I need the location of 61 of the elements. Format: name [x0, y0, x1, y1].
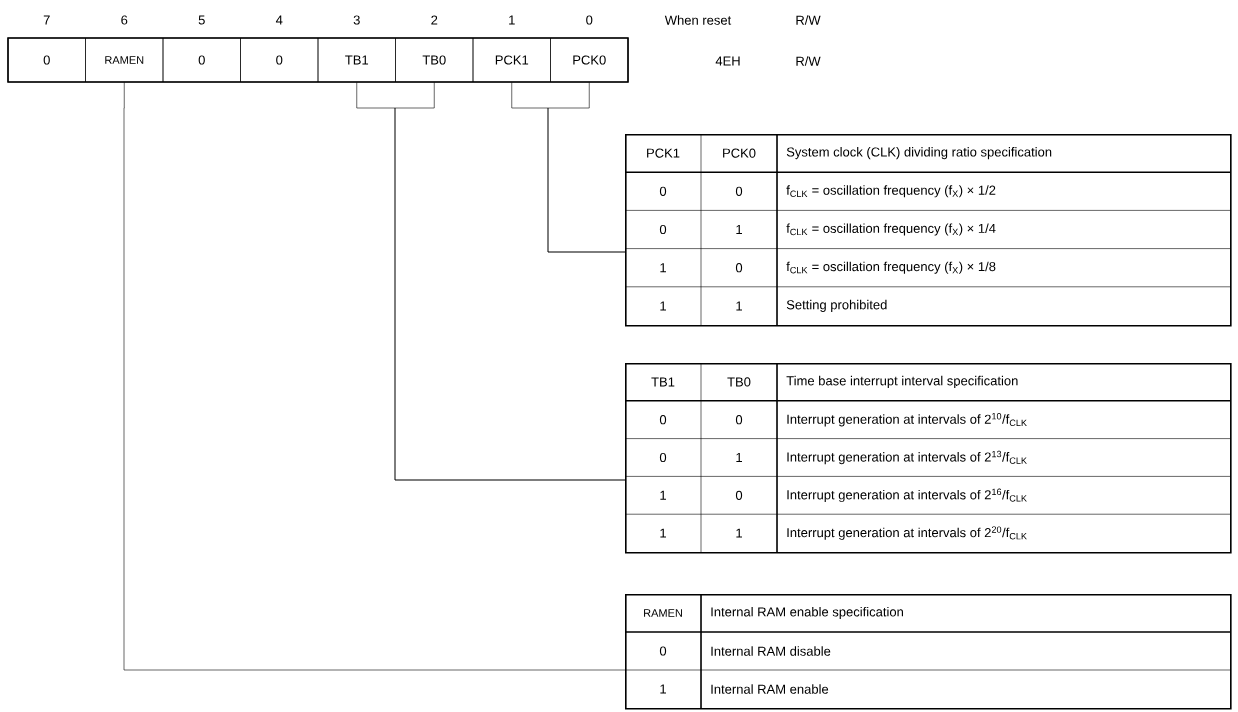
cell-text: 1	[660, 263, 666, 273]
cell-text: Time base interrupt interval specification	[786, 375, 1018, 388]
cell-text: 0	[659, 186, 667, 196]
cell-text: PCK0	[723, 148, 756, 158]
bit-number: 0	[586, 15, 593, 25]
bit-number: 5	[198, 15, 205, 25]
bit-number: 2	[431, 15, 438, 25]
cell-text: Interrupt generation at intervals of 2$^{16}$/f$_{CLK}$	[787, 488, 1027, 502]
cell-text: f$_{CLK}$ = oscillation frequency (f$_{X}$) × 1/8	[786, 261, 996, 274]
column-heading: When reset	[664, 15, 732, 25]
cell-text: Interrupt generation at intervals of 2$^{20}$/f$_{CLK}$	[787, 526, 1027, 540]
column-heading: R/W	[796, 15, 821, 25]
cell-text: 1	[736, 528, 742, 538]
register-bit-cell: PCK1	[472, 37, 551, 83]
bit-setting-table	[624, 362, 1232, 554]
cell-text: 1	[736, 453, 742, 462]
cell-text: Interrupt generation at intervals of 2$^{13}$/f$_{CLK}$	[787, 450, 1027, 465]
bit-number: 4	[275, 15, 283, 25]
cell-text: 0	[659, 452, 667, 463]
cell-text: 0	[735, 186, 743, 196]
bit-number: 1	[509, 15, 515, 25]
register-bit-cell: PCK0	[550, 37, 629, 83]
cell-text: Internal RAM enable specification	[711, 606, 903, 620]
cell-text: 1	[660, 301, 666, 311]
cell-text: 0	[659, 224, 667, 235]
register-bit-cell: 0	[240, 37, 319, 83]
bit-number: 7	[43, 15, 50, 25]
cell-text: RAMEN	[644, 609, 682, 617]
cell-text: Interrupt generation at intervals of 2$^{10}$/f$_{CLK}$	[787, 413, 1027, 427]
cell-text: 0	[735, 490, 743, 500]
cell-text: 1	[660, 528, 666, 538]
cell-text: 0	[659, 415, 667, 425]
cell-text: 1	[660, 490, 666, 500]
register-bit-cell: RAMEN	[85, 37, 164, 83]
node-label: 0	[43, 55, 50, 65]
access-label: R/W	[796, 56, 821, 66]
register-bit-cell: 0	[162, 37, 241, 83]
bit-setting-table	[624, 133, 1232, 327]
cell-text: 1	[660, 684, 666, 694]
cell-text: 1	[736, 301, 742, 311]
bit-setting-table	[624, 593, 1232, 710]
cell-text: 0	[659, 646, 667, 656]
leader-line	[123, 82, 626, 671]
cell-text: 0	[735, 415, 743, 425]
cell-text: System clock (CLK) dividing ratio specification	[786, 147, 1052, 160]
cell-text: Internal RAM disable	[711, 646, 831, 656]
bit-number: 3	[353, 15, 360, 25]
cell-text: TB1	[651, 377, 675, 387]
cell-text: PCK1	[647, 148, 680, 158]
cell-text: 1	[736, 225, 742, 234]
cell-text: 0	[735, 263, 743, 273]
cell-text: Internal RAM enable	[711, 684, 829, 694]
cell-text: f$_{CLK}$ = oscillation frequency (f$_{X}$) × 1/2	[786, 185, 996, 198]
cell-text: TB0	[727, 377, 751, 387]
cell-text: Setting prohibited	[786, 299, 887, 312]
register-bit-cell: TB0	[395, 37, 474, 83]
cell-text: f$_{CLK}$ = oscillation frequency (f$_{X}$) × 1/4	[786, 223, 996, 236]
register-bit-cell: TB1	[317, 37, 396, 83]
reset-value: 4EH	[715, 56, 740, 66]
bit-number: 6	[121, 15, 128, 25]
leader-line	[547, 82, 626, 253]
